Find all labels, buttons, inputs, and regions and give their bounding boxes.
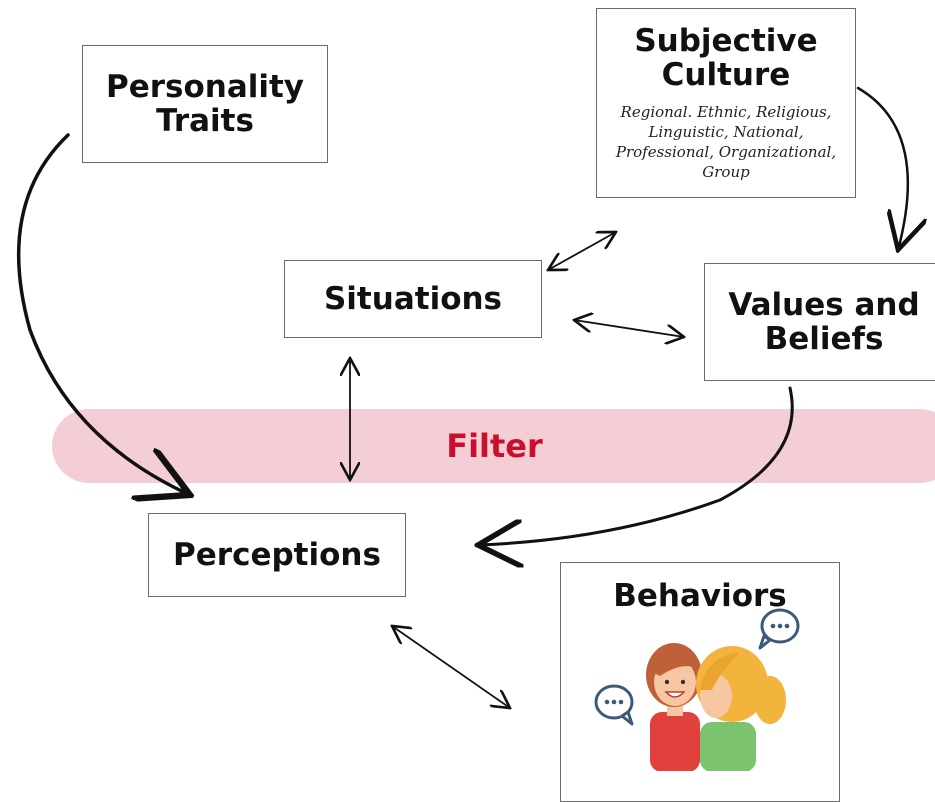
- subjective-culture-title: Subjective Culture: [634, 23, 818, 93]
- perceptions-box: Perceptions: [148, 513, 406, 597]
- values-beliefs-title: Values and Beliefs: [728, 287, 920, 357]
- situations-box: Situations: [284, 260, 542, 338]
- perceptions-behaviors-arrow: [392, 626, 510, 708]
- personality-traits-box: Personality Traits: [82, 45, 328, 163]
- perceptions-title: Perceptions: [173, 537, 381, 573]
- subjective-culture-subtitle: Regional. Ethnic, Religious, Linguistic,…: [615, 103, 837, 181]
- values-beliefs-box: Values and Beliefs: [704, 263, 935, 381]
- situations-culture-arrow: [548, 232, 616, 270]
- behaviors-title: Behaviors: [613, 578, 787, 614]
- personality-traits-title: Personality Traits: [105, 69, 305, 139]
- culture-to-values-arrow: [856, 86, 908, 250]
- subjective-culture-box: Subjective Culture Regional. Ethnic, Rel…: [596, 8, 856, 198]
- situations-title: Situations: [323, 281, 503, 317]
- situations-values-arrow: [574, 320, 684, 337]
- filter-label: Filter: [446, 427, 543, 465]
- behaviors-box: Behaviors: [560, 562, 840, 802]
